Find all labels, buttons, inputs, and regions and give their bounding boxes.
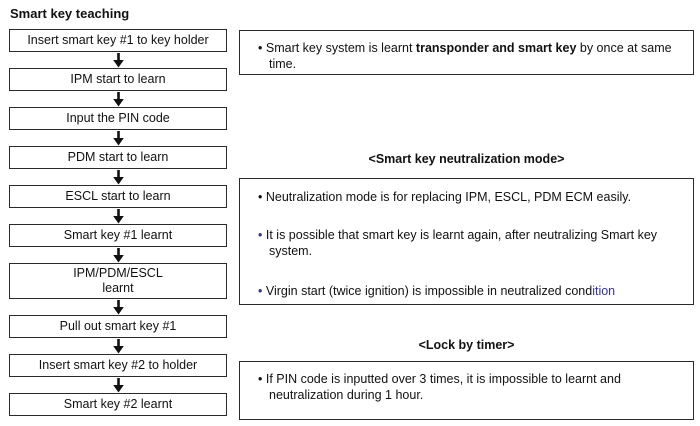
note-line: • If PIN code is inputted over 3 times, … [250,371,683,403]
note-text: Neutralization mode is for replacing IPM… [265,190,632,204]
bullet-icon: • [258,284,263,298]
note-line: • It is possible that smart key is learn… [250,227,683,259]
note-line: • Virgin start (twice ignition) is impos… [250,283,683,299]
note-text-blue: ition [592,284,616,298]
flow-step-insert-key-1: Insert smart key #1 to key holder [9,29,227,52]
note-line: • Neutralization mode is for replacing I… [250,189,683,205]
flow-step-key1-learnt: Smart key #1 learnt [9,224,227,247]
note-text: If PIN code is inputted over 3 times, it… [265,372,621,402]
bullet-icon: • [258,372,263,386]
arrow-down-icon [9,247,227,263]
bullet-icon: • [258,41,263,55]
arrow-down-icon [9,52,227,68]
flow-step-input-pin: Input the PIN code [9,107,227,130]
arrow-down-icon [9,169,227,185]
flow-step-ipm-pdm-escl-learnt: IPM/PDM/ESCL learnt [9,263,227,299]
flow-step-key2-learnt: Smart key #2 learnt [9,393,227,416]
arrow-down-icon [9,299,227,315]
arrow-down-icon [9,130,227,146]
note-text-bold: transponder and smart key [415,41,577,55]
bullet-icon: • [258,228,263,242]
note-box-smart-key-system: • Smart key system is learnt transponder… [239,30,694,75]
note-box-lock-by-timer: • If PIN code is inputted over 3 times, … [239,361,694,420]
heading-lock-by-timer: <Lock by timer> [418,338,515,352]
heading-neutralization-mode: <Smart key neutralization mode> [368,152,565,166]
note-line: • Smart key system is learnt transponder… [250,40,683,72]
flow-step-escl-learn: ESCL start to learn [9,185,227,208]
bullet-icon: • [258,190,263,204]
page-title: Smart key teaching [10,6,130,21]
arrow-down-icon [9,208,227,224]
note-box-neutralization: • Neutralization mode is for replacing I… [239,178,694,305]
flow-column: Insert smart key #1 to key holder IPM st… [9,29,227,416]
note-text-pre: Smart key system is learnt [265,41,416,55]
note-text: It is possible that smart key is learnt … [265,228,658,258]
flow-step-insert-key-2: Insert smart key #2 to holder [9,354,227,377]
arrow-down-icon [9,377,227,393]
flow-step-pdm-learn: PDM start to learn [9,146,227,169]
arrow-down-icon [9,338,227,354]
note-text-pre: Virgin start (twice ignition) is impossi… [265,284,593,298]
arrow-down-icon [9,91,227,107]
flow-step-pull-out-key-1: Pull out smart key #1 [9,315,227,338]
note-text-post: by once at same time. [269,41,672,71]
flow-step-ipm-learn: IPM start to learn [9,68,227,91]
